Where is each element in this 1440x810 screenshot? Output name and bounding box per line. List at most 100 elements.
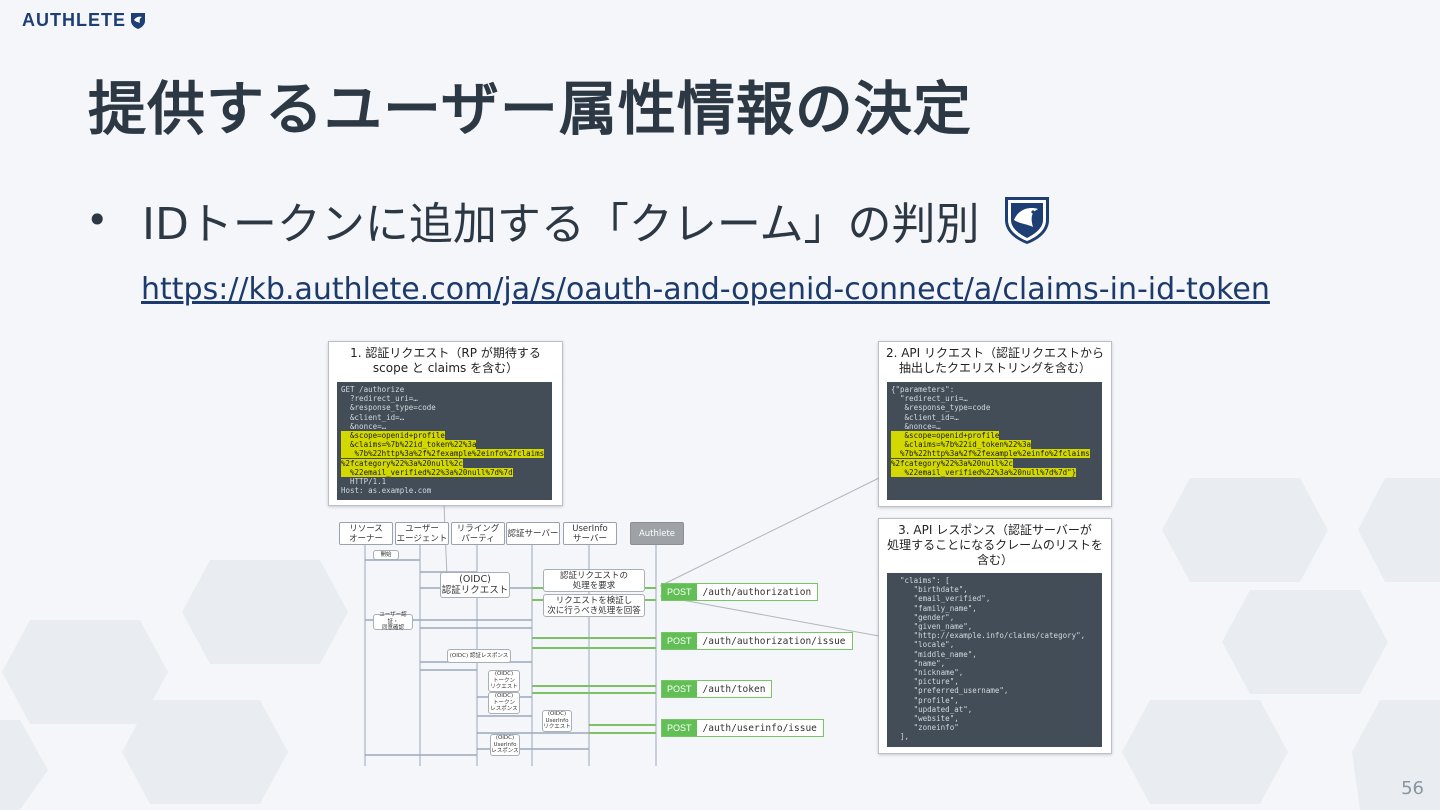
code-line: %22email_verified%22%3a%20null%7d%7d [341,467,548,477]
code-text: &nonce=… [341,421,387,431]
code-line: %2fcategory%22%3a%20null%2c [891,458,1098,468]
shield-icon [131,12,145,29]
endpoint-path: /auth/authorization [702,586,812,598]
code-text: &claims=%7b%22id_token%22%3a [891,440,1031,450]
code-text: "email_verified", [891,594,991,604]
code-text: "given_name", [891,622,973,632]
code-text: &client_id=… [891,412,959,422]
bullet-text: IDトークンに追加する「クレーム」の判別 [142,199,980,250]
actor-resource-owner: リソースオーナー [339,522,393,545]
code-text: "preferred_username", [891,686,1009,696]
code-line: "redirect_uri=… [891,394,1098,403]
code-line: "family_name", [891,604,1098,613]
code-text: "claims": [ [891,576,950,585]
code-line: "birthdate", [891,585,1098,594]
code-text: "redirect_uri=… [891,394,968,404]
code-text: "gender", [891,612,955,622]
code-line: Host: as.example.com [341,486,548,495]
code-text: "family_name", [891,603,977,613]
code-line: %7b%22http%3a%2f%2fexample%2einfo%2fclai… [891,449,1098,459]
code-line: "claims": [ [891,576,1098,585]
code-text: HTTP/1.1 [341,477,387,487]
panel-title: 3. API レスポンス（認証サーバーが 処理することになるクレームのリストを … [879,519,1111,568]
actor-user-agent: ユーザーエージェント [395,522,449,545]
actor-label: リソースオーナー [348,523,383,544]
code-line: &nonce=… [891,422,1098,431]
endpoint-path: /auth/userinfo/issue [702,722,817,734]
code-text: "updated_at", [891,704,973,714]
code-text: ], [891,732,910,742]
code-text: "profile", [891,695,959,705]
code-line: "profile", [891,696,1098,705]
note-user-consent: ユーザー認証・同意確認 [373,612,413,631]
code-line: &response_type=code [341,403,548,412]
code-block: "claims": [ "birthdate", "email_verified… [887,573,1102,747]
code-line: "updated_at", [891,705,1098,714]
code-text: &claims=%7b%22id_token%22%3a [341,440,477,450]
panel-title-line: 3. API レスポンス（認証サーバーが [898,523,1092,537]
actor-relying-party: リライングパーティ [451,522,505,545]
code-text: &nonce=… [891,421,941,431]
code-line: "given_name", [891,622,1098,631]
actor-authlete: Authlete [630,522,684,545]
post-method-badge: POST [662,633,697,649]
note-start: 開始 [373,550,399,560]
code-line: %2fcategory%22%3a%20null%2c [341,458,548,468]
code-text: "middle_name", [891,649,977,659]
bullet-dot: • [86,198,109,242]
code-line: HTTP/1.1 [341,477,548,486]
note-verify-request: リクエストを検証し次に行うべき処理を回答 [543,594,645,617]
code-line: &client_id=… [341,413,548,422]
code-text: %22email_verified%22%3a%20null%7d%7d [341,467,513,477]
code-line: "middle_name", [891,650,1098,659]
code-line: "name", [891,659,1098,668]
note-token-response: (OIDC)トークンレスポンス [488,692,520,714]
panel-title: 2. API リクエスト（認証リクエストから 抽出したクエリストリングを含む） [879,342,1111,376]
endpoint-authorization: POST /auth/authorization [661,583,819,601]
endpoint-token: POST /auth/token [661,680,773,698]
panel-title-line: 抽出したクエリストリングを含む） [898,361,1091,375]
code-text: %2fcategory%22%3a%20null%2c [341,458,463,468]
logo-text: AUTHLETE [22,10,126,30]
api-response-panel: 3. API レスポンス（認証サーバーが 処理することになるクレームのリストを … [878,518,1112,754]
note-oidc-auth-request: (OIDC)認証リクエスト [440,572,510,598]
actor-label: リライングパーティ [456,523,500,544]
endpoint-path: /auth/token [702,683,766,695]
actor-authorization-server: 認証サーバー [506,522,560,545]
code-line: GET /authorize [341,385,548,394]
code-text: "http://example.info/claims/category", [891,631,1086,641]
code-line: &claims=%7b%22id_token%22%3a [341,440,548,450]
code-line: "preferred_username", [891,686,1098,695]
endpoint-path: /auth/authorization/issue [702,635,846,647]
api-request-panel: 2. API リクエスト（認証リクエストから 抽出したクエリストリングを含む） … [878,341,1112,507]
code-line: {"parameters": [891,385,1098,394]
code-line: &scope=openid+profile [341,431,548,441]
actor-label: ユーザーエージェント [396,523,448,544]
code-text: "picture", [891,677,959,687]
code-line: "gender", [891,613,1098,622]
code-line: &client_id=… [891,413,1098,422]
panel-title: 1. 認証リクエスト（RP が期待する scope と claims を含む） [329,342,562,376]
code-line: &scope=openid+profile [891,431,1098,441]
panel-title-line: 処理することになるクレームのリストを [887,538,1103,552]
claims-in-id-token-link[interactable]: https://kb.authlete.com/ja/s/oauth-and-o… [141,272,1270,307]
code-text: "website", [891,714,959,724]
authlete-shield-icon [1004,197,1049,244]
panel-title-line: scope と claims を含む） [372,361,519,375]
page-number: 56 [1401,778,1424,799]
code-text: GET /authorize [341,385,405,394]
code-text: %2fcategory%22%3a%20null%2c [891,458,1013,468]
code-line: "zoneinfo" [891,723,1098,732]
actor-label: 認証サーバー [507,528,559,539]
post-method-badge: POST [662,584,697,600]
note-token-request: (OIDC)トークンリクエスト [488,670,520,692]
panel-title-line: 1. 認証リクエスト（RP が期待する [350,346,541,360]
post-method-badge: POST [662,720,697,736]
code-text: %22email_verified%22%3a%20null%7d%7d"} [891,467,1077,477]
actor-label: Authlete [638,528,676,539]
